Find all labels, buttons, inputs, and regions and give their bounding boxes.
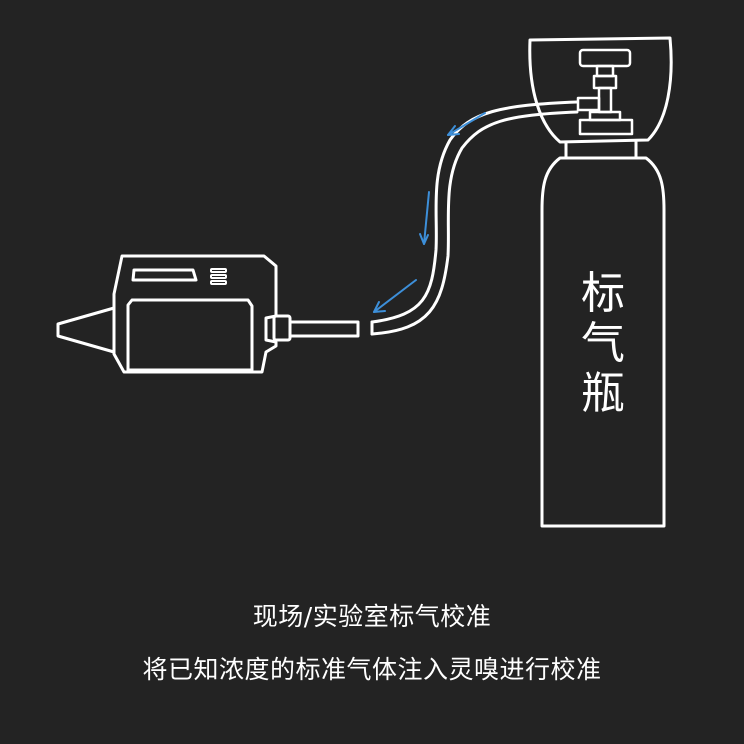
valve-icon xyxy=(576,48,634,136)
analyzer-device xyxy=(56,254,278,374)
cylinder-cap xyxy=(528,36,673,144)
hose-connector xyxy=(272,314,360,342)
gas-cylinder xyxy=(528,36,673,528)
analyzer-display xyxy=(131,268,198,282)
caption-description: 将已知浓度的标准气体注入灵嗅进行校准 xyxy=(142,655,602,684)
flow-arrows xyxy=(373,112,486,313)
cylinder-label-char-2: 气 xyxy=(581,318,625,369)
analyzer-vents xyxy=(210,268,227,285)
cylinder-label-char-1: 标 xyxy=(581,268,625,319)
flow-arrow-icon xyxy=(419,191,430,245)
cylinder-label-char-3: 瓶 xyxy=(581,368,625,419)
cylinder-body xyxy=(540,156,666,528)
gas-hose xyxy=(370,100,579,336)
cylinder-neck xyxy=(564,140,638,160)
caption-title: 现场/实验室标气校准 xyxy=(252,602,492,631)
analyzer-housing xyxy=(112,254,278,374)
analyzer-panel xyxy=(126,298,254,372)
flow-arrow-icon xyxy=(373,279,417,313)
analyzer-nozzle xyxy=(56,306,115,354)
flow-arrow-icon xyxy=(447,112,486,136)
